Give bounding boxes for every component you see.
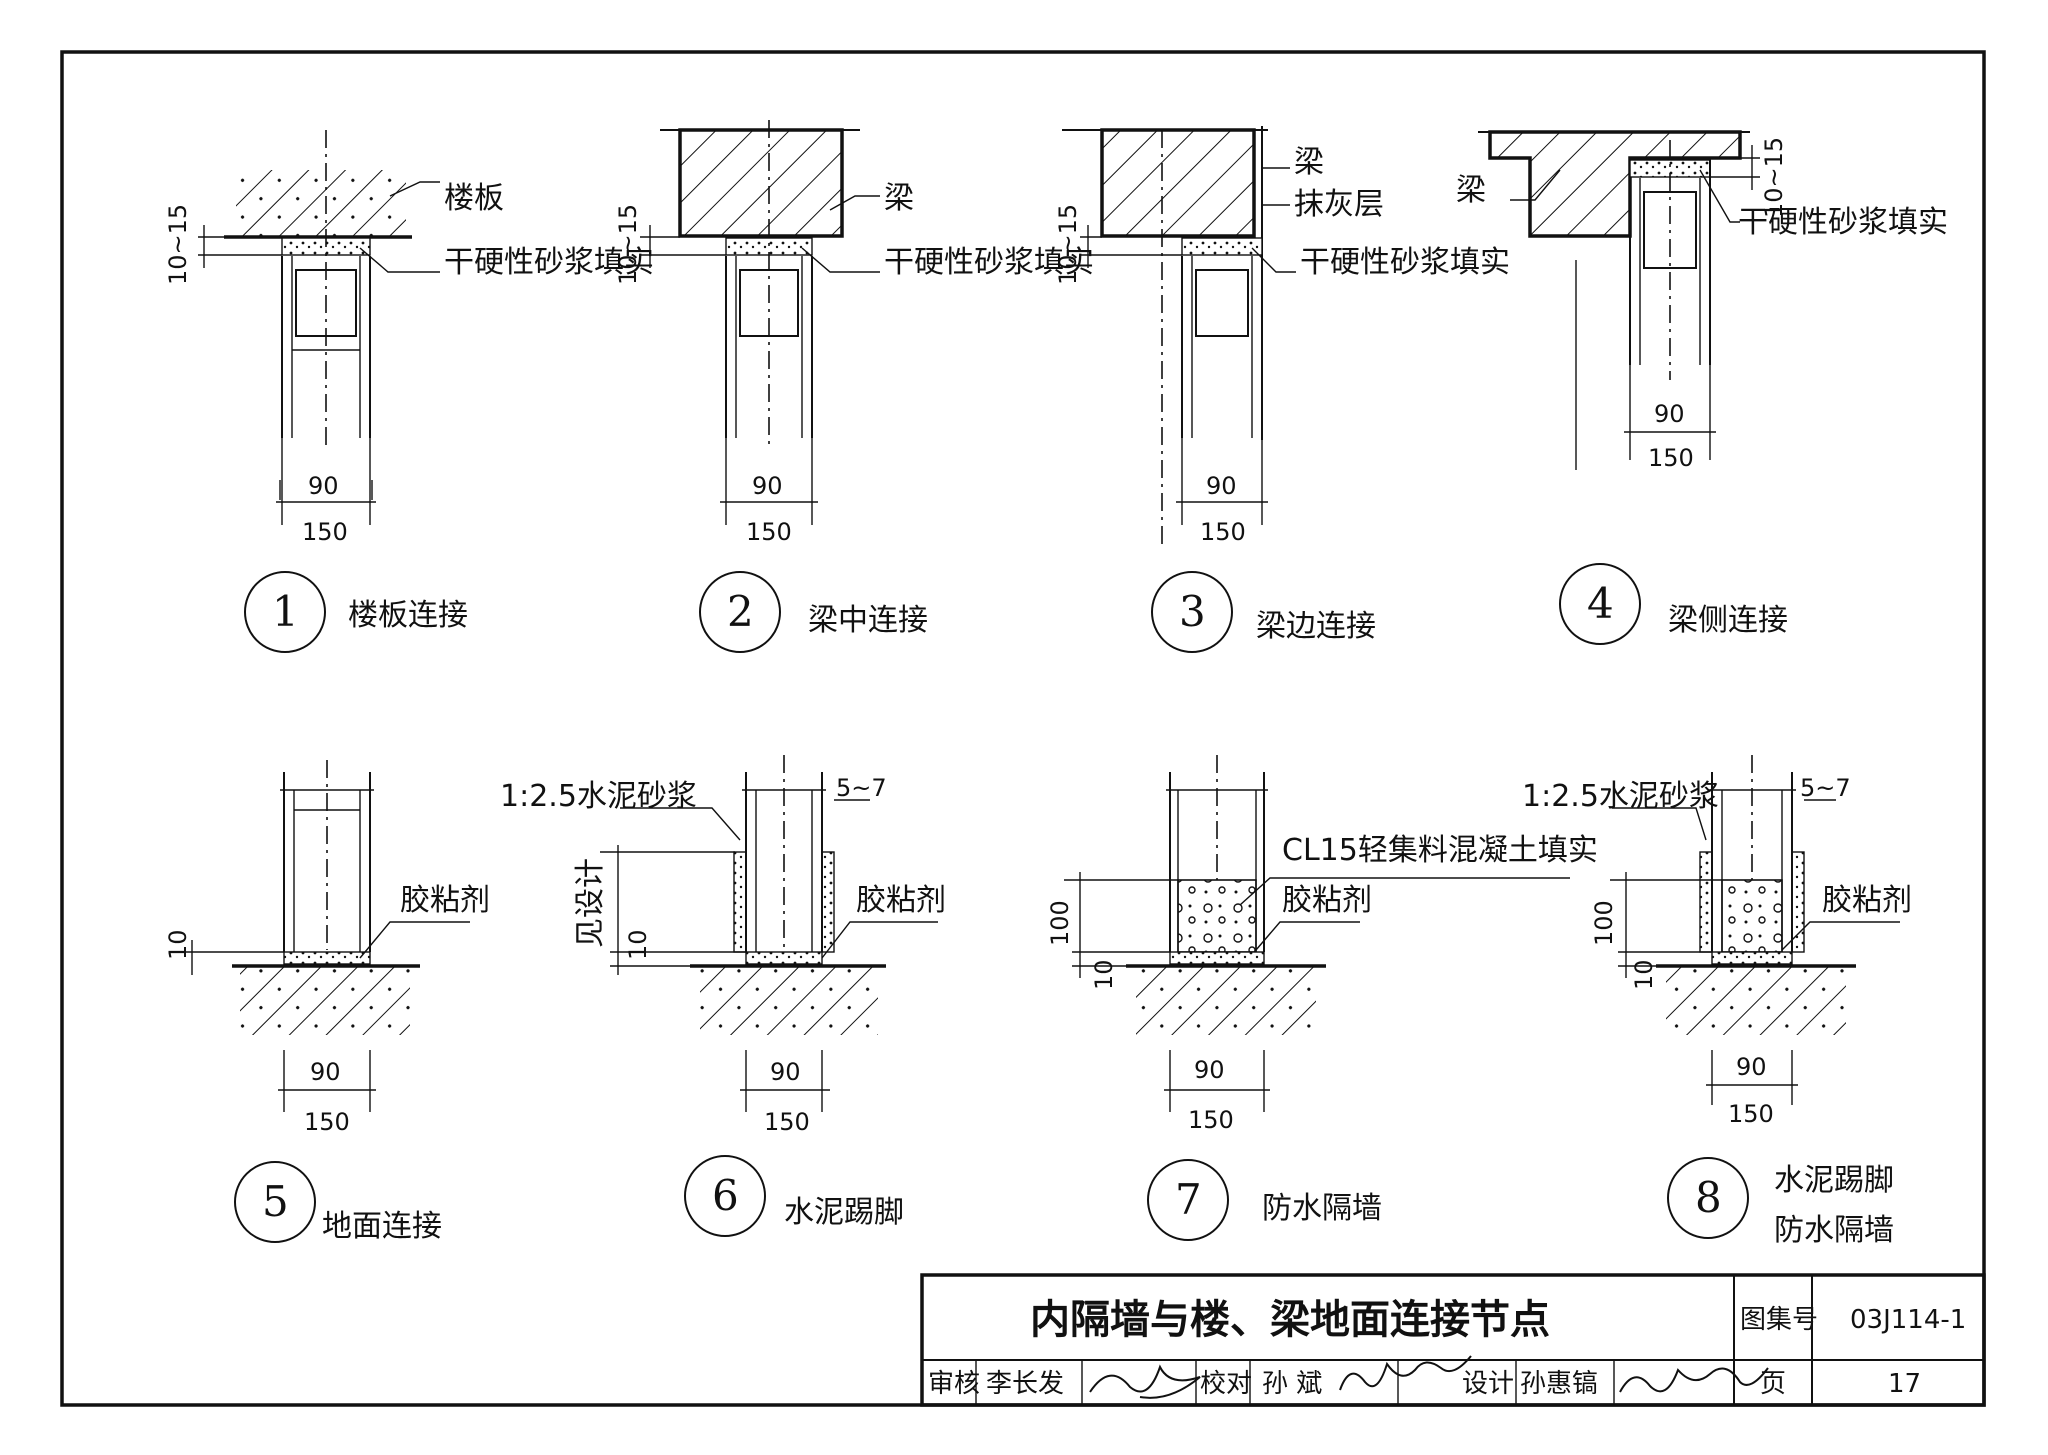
- label-lightweight-concrete: CL15轻集料混凝土填实: [1282, 833, 1598, 868]
- dim-90-1: 90: [308, 472, 339, 500]
- label-adhesive-8: 胶粘剂: [1822, 883, 1912, 918]
- designer-signature: [1619, 1367, 1769, 1393]
- detail-caption-5: 地面连接: [322, 1209, 442, 1244]
- check-label: 校对: [1200, 1369, 1252, 1399]
- detail-8-drawing: [1610, 755, 1900, 1105]
- dim-90-3: 90: [1206, 472, 1237, 500]
- dim-gap-1: 10~15: [164, 204, 192, 285]
- detail-caption-2: 梁中连接: [808, 603, 928, 638]
- label-adhesive-7: 胶粘剂: [1282, 883, 1372, 918]
- atlas-number: 03J114-1: [1850, 1305, 1966, 1335]
- dim-10-7: 10: [1090, 959, 1118, 990]
- detail-caption-6: 水泥踢脚: [784, 1195, 904, 1230]
- label-see-design: 见设计: [573, 858, 608, 948]
- dim-gap-2: 10~15: [614, 204, 642, 285]
- label-cement-mortar-6: 1:2.5水泥砂浆: [500, 779, 697, 814]
- checker-signature: [1339, 1355, 1472, 1391]
- label-dry-mortar-2: 干硬性砂浆填实: [884, 245, 1094, 280]
- detail-caption-7: 防水隔墙: [1262, 1191, 1382, 1226]
- detail-number-6: 6: [712, 1171, 739, 1220]
- dim-90-7: 90: [1194, 1056, 1225, 1084]
- designer-name: 孙惠镐: [1520, 1369, 1598, 1399]
- dim-100-7: 100: [1046, 900, 1074, 946]
- detail-number-8: 8: [1695, 1173, 1722, 1222]
- dim-150-8: 150: [1728, 1100, 1774, 1128]
- dim-150-6: 150: [764, 1108, 810, 1136]
- label-beam-3: 梁: [1294, 145, 1324, 180]
- detail-2-drawing: [640, 120, 880, 525]
- lightweight-concrete-fill: [1177, 879, 1257, 953]
- label-floor-slab: 楼板: [444, 181, 504, 216]
- dim-90-2: 90: [752, 472, 783, 500]
- design-label: 设计: [1462, 1369, 1514, 1399]
- detail-3-drawing: [1062, 126, 1296, 545]
- dim-90-6: 90: [770, 1058, 801, 1086]
- dim-gap-4: 10~15: [1760, 137, 1788, 218]
- dim-gap-3: 10~15: [1054, 204, 1082, 285]
- dim-10-8: 10: [1630, 959, 1658, 990]
- detail-6-drawing: [600, 755, 938, 1112]
- dim-90-8: 90: [1736, 1053, 1767, 1081]
- label-dry-mortar-1: 干硬性砂浆填实: [444, 245, 654, 280]
- atlas-label: 图集号: [1740, 1305, 1818, 1335]
- detail-number-5: 5: [262, 1177, 289, 1226]
- review-label: 审核: [928, 1369, 980, 1399]
- label-adhesive-6: 胶粘剂: [856, 883, 946, 918]
- dim-skirt-8: 5~7: [1800, 774, 1851, 802]
- drawing-title: 内隔墙与楼、梁地面连接节点: [1030, 1297, 1550, 1343]
- label-plaster-layer: 抹灰层: [1294, 187, 1384, 222]
- checker-name: 孙 斌: [1262, 1369, 1322, 1399]
- label-beam-4: 梁: [1456, 173, 1486, 208]
- dim-10-5: 10: [164, 929, 192, 960]
- dim-10-6: 10: [624, 929, 652, 960]
- dim-100-8: 100: [1590, 900, 1618, 946]
- title-block: [920, 1273, 1986, 1407]
- label-dry-mortar-3: 干硬性砂浆填实: [1300, 245, 1510, 280]
- detail-caption-4: 梁侧连接: [1668, 603, 1788, 638]
- beam: [678, 128, 844, 238]
- detail-7-drawing: [1064, 755, 1570, 1112]
- label-cement-mortar-8: 1:2.5水泥砂浆: [1522, 779, 1719, 814]
- dim-150-7: 150: [1188, 1106, 1234, 1134]
- page-label: 页: [1760, 1369, 1786, 1399]
- label-beam-2: 梁: [884, 181, 914, 216]
- detail-caption-8b: 防水隔墙: [1774, 1213, 1894, 1248]
- dim-150-2: 150: [746, 518, 792, 546]
- detail-number-3: 3: [1179, 587, 1206, 636]
- detail-caption-8: 水泥踢脚: [1774, 1163, 1894, 1198]
- label-adhesive-5: 胶粘剂: [400, 883, 490, 918]
- label-dry-mortar-4: 干硬性砂浆填实: [1738, 205, 1948, 240]
- page-number: 17: [1888, 1369, 1921, 1399]
- dim-skirt-6: 5~7: [836, 774, 887, 802]
- detail-caption-3: 梁边连接: [1256, 609, 1376, 644]
- reviewer-name: 李长发: [986, 1369, 1064, 1399]
- detail-number-4: 4: [1587, 579, 1614, 628]
- dim-150-1: 150: [302, 518, 348, 546]
- detail-4-drawing: [1478, 130, 1760, 470]
- dim-150-3: 150: [1200, 518, 1246, 546]
- detail-number-1: 1: [272, 587, 299, 636]
- detail-number-2: 2: [727, 587, 754, 636]
- floor-slab: [236, 170, 406, 236]
- reviewer-signature: [1089, 1364, 1201, 1399]
- dim-90-5: 90: [310, 1058, 341, 1086]
- detail-1-drawing: [198, 130, 440, 525]
- dim-90-4: 90: [1654, 400, 1685, 428]
- detail-number-7: 7: [1175, 1175, 1202, 1224]
- detail-circles: [234, 563, 1749, 1243]
- detail-5-drawing: [186, 760, 470, 1112]
- dim-150-4: 150: [1648, 444, 1694, 472]
- dim-150-5: 150: [304, 1108, 350, 1136]
- detail-caption-1: 楼板连接: [348, 598, 468, 633]
